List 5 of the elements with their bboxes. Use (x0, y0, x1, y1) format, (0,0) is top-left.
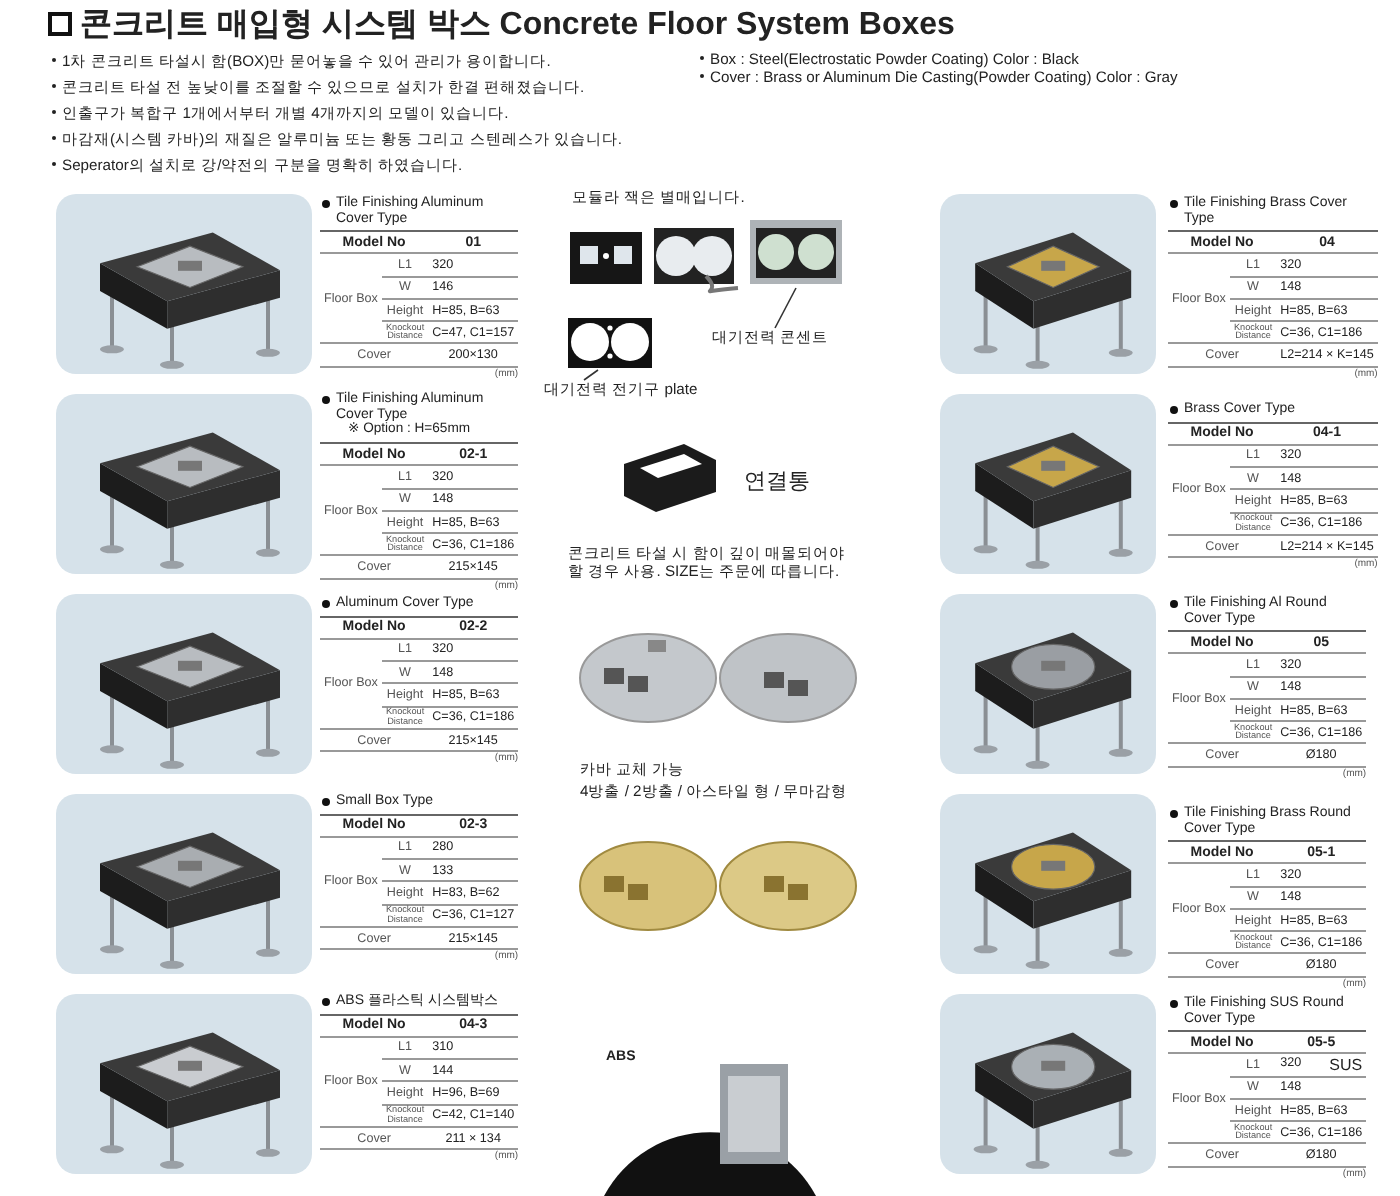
leader-line (774, 287, 797, 329)
material-mark: SUS (1329, 1055, 1363, 1074)
title: 콘크리트 매입형 시스템 박스 Concrete Floor System Boxes (80, 6, 955, 46)
leader-line (583, 369, 599, 381)
part-label: 연결통 (744, 474, 810, 492)
